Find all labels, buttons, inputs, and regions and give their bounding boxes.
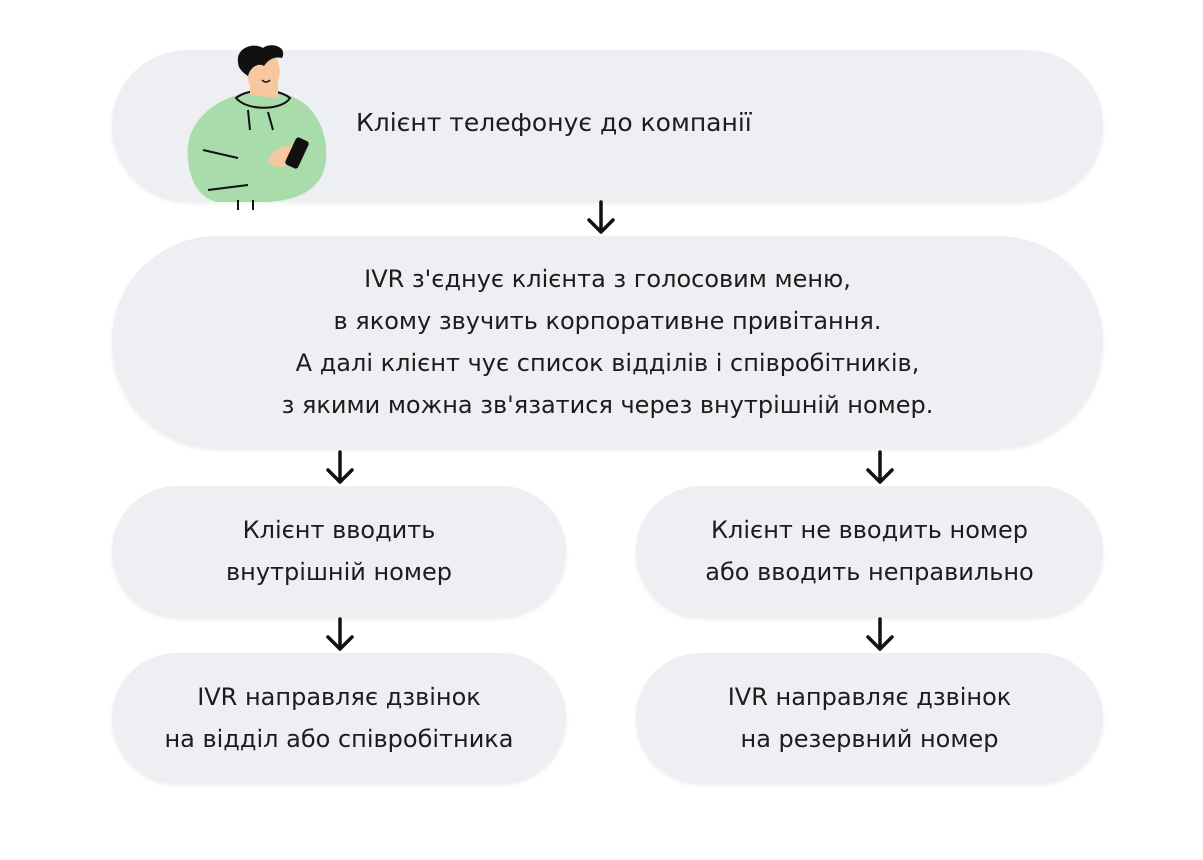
step-text: Клієнт телефонує до компанії — [356, 108, 752, 137]
step-client-calls: Клієнт телефонує до компанії — [112, 45, 1103, 210]
step-text-line: з якими можна зв'язатися через внутрішні… — [281, 390, 934, 419]
arrow-down-icon — [587, 200, 615, 234]
step-text-line: або вводить неправильно — [705, 558, 1034, 586]
step-text-line: IVR з'єднує клієнта з голосовим меню, — [364, 264, 851, 293]
step-no-number: Клієнт не вводить номер або вводить непр… — [636, 486, 1103, 616]
step-text-line: А далі клієнт чує список відділів і спів… — [295, 348, 920, 377]
step-text-line: IVR направляє дзвінок — [727, 682, 1012, 711]
arrow-down-icon — [326, 450, 354, 484]
step-text-line: Клієнт не вводить номер — [710, 516, 1028, 544]
arrow-down-icon — [866, 450, 894, 484]
step-route-backup: IVR направляє дзвінок на резервний номер — [636, 653, 1103, 782]
step-text-line: на відділ або співробітника — [164, 724, 514, 753]
arrow-down-icon — [326, 617, 354, 651]
step-ivr-menu: IVR з'єднує клієнта з голосовим меню, в … — [112, 236, 1103, 447]
step-text-line: на резервний номер — [740, 724, 999, 753]
person-with-phone-illustration — [187, 45, 327, 210]
step-route-employee: IVR направляє дзвінок на відділ або спів… — [112, 653, 566, 782]
step-text-line: Клієнт вводить — [242, 516, 436, 544]
step-enters-number: Клієнт вводить внутрішній номер — [112, 486, 566, 616]
step-text-line: внутрішній номер — [226, 558, 452, 586]
arrow-down-icon — [866, 617, 894, 651]
step-text-line: в якому звучить корпоративне привітання. — [333, 306, 882, 335]
step-text-line: IVR направляє дзвінок — [197, 682, 481, 711]
